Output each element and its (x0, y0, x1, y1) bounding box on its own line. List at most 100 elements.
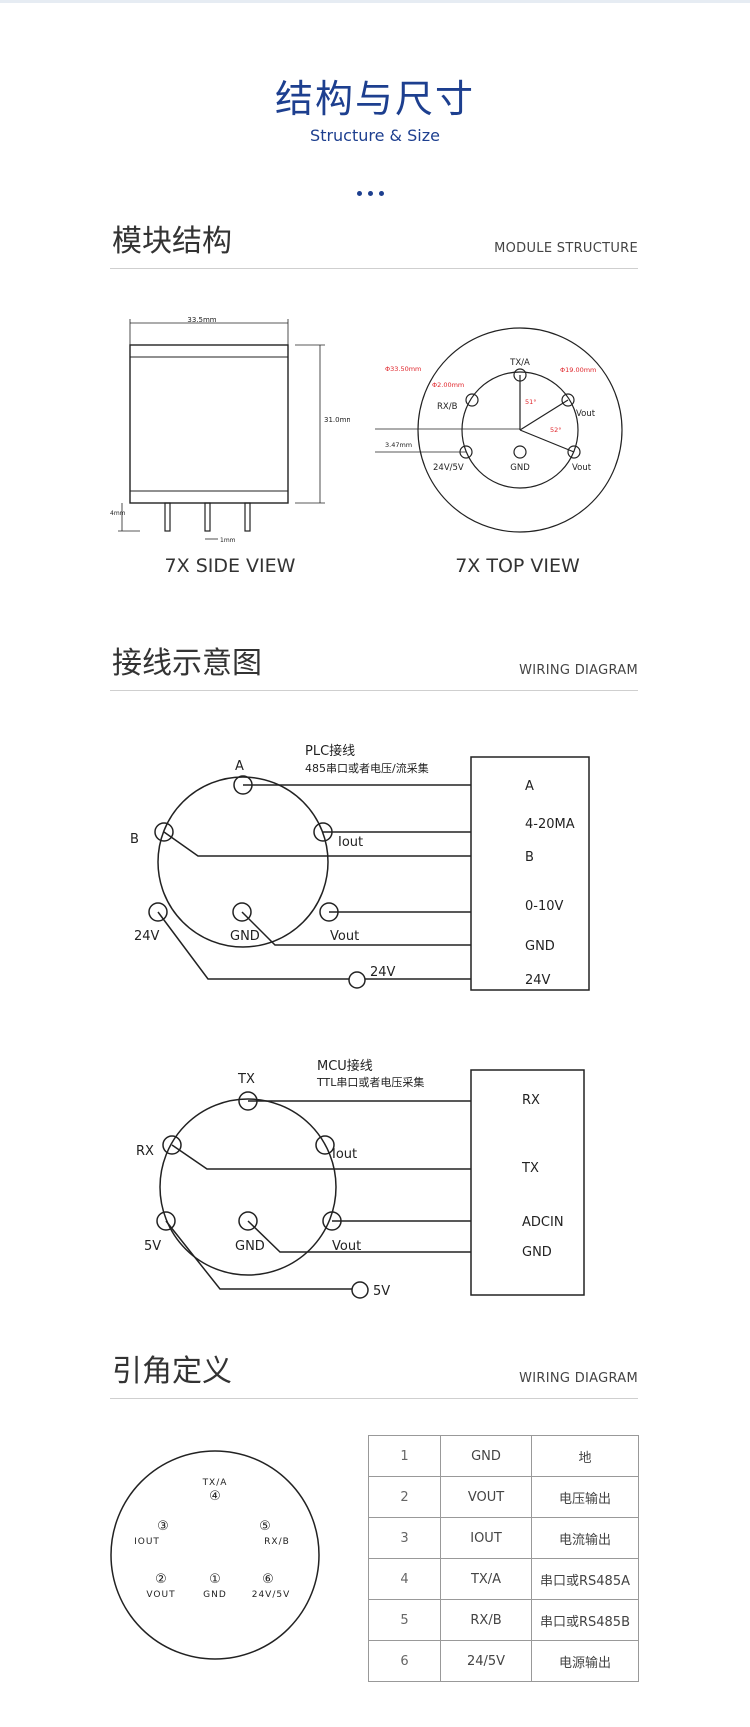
pin-no-cell: 3 (368, 1517, 441, 1559)
mcu-pin-tx: TX (237, 1072, 255, 1087)
section-subtitle: WIRING DIAGRAM (519, 1371, 638, 1386)
side-height-label: 31.0mm (324, 416, 350, 424)
plc-box-label: 0-10V (525, 899, 564, 914)
section-wiring-diagram: 接线示意图 WIRING DIAGRAM (110, 640, 638, 691)
pin-label: 24V/5V (252, 1590, 291, 1600)
mcu-pin-vout: Vout (332, 1239, 361, 1254)
pin-no-cell: 4 (368, 1558, 441, 1600)
table-row: 5 RX/B 串口或RS485B (368, 1599, 639, 1641)
pin-name-cell: VOUT (440, 1476, 532, 1518)
section-title: 模块结构 (112, 224, 232, 259)
side-view-caption: 7X SIDE VIEW (164, 555, 296, 577)
pin-name-cell: TX/A (440, 1558, 532, 1600)
section-subtitle: MODULE STRUCTURE (494, 241, 638, 256)
top-pin-rx: RX/B (437, 402, 458, 412)
pin-number: ② (155, 1572, 167, 1587)
top-angle-2: 52° (550, 426, 562, 434)
mcu-box-label: TX (521, 1161, 539, 1176)
table-row: 4 TX/A 串口或RS485A (368, 1558, 639, 1600)
mcu-ext-5v: 5V (373, 1284, 390, 1299)
top-pin-vout1: Vout (576, 409, 596, 419)
pin-desc-cell: 电流输出 (531, 1517, 639, 1559)
mcu-pin-rx: RX (136, 1144, 154, 1159)
top-view-caption: 7X TOP VIEW (455, 555, 580, 577)
plc-pin-b: B (130, 832, 139, 847)
section-subtitle: WIRING DIAGRAM (519, 663, 638, 678)
page-subtitle: Structure & Size (310, 126, 440, 145)
plc-pin-a: A (235, 759, 244, 774)
top-pin-tx: TX/A (509, 358, 530, 368)
pin-no-cell: 5 (368, 1599, 441, 1641)
plc-pin-iout: Iout (338, 835, 363, 850)
plc-subtitle: 485串口或者电压/流采集 (305, 761, 429, 775)
pin-no-cell: 2 (368, 1476, 441, 1518)
table-row: 3 IOUT 电流输出 (368, 1517, 639, 1559)
mcu-pin-gnd: GND (235, 1239, 265, 1254)
section-title: 接线示意图 (112, 646, 262, 681)
top-view-drawing: Φ33.50mm Φ19.00mm Φ2.00mm 51° 52° 3.47mm… (375, 327, 623, 533)
pin-label: IOUT (134, 1537, 160, 1547)
top-angle-1: 51° (525, 398, 537, 406)
pin-label: VOUT (146, 1590, 175, 1600)
table-row: 6 24/5V 电源输出 (368, 1640, 639, 1682)
plc-pin-gnd: GND (230, 929, 260, 944)
pin-label: TX/A (202, 1478, 228, 1488)
pin-desc-cell: 串口或RS485A (531, 1558, 639, 1600)
pin-desc-cell: 电源输出 (531, 1640, 639, 1682)
section-pin-definition: 引角定义 WIRING DIAGRAM (110, 1348, 638, 1399)
top-pin-gnd: GND (510, 463, 530, 473)
plc-wiring-diagram: A B Iout 24V GND Vout 24V PLC接线 485串口或者电… (130, 743, 590, 991)
mcu-box-label: RX (522, 1093, 540, 1108)
plc-ext-24v: 24V (370, 965, 396, 980)
mcu-pin-iout: Iout (332, 1147, 357, 1162)
pin-number: ③ (157, 1519, 169, 1534)
side-pin-dia-label: 1mm (220, 537, 236, 544)
pin-definition-diagram: TX/A ④ ③ IOUT ⑤ RX/B ② VOUT ① GND ⑥ 24V/… (110, 1450, 320, 1660)
side-view-drawing: 33.5mm 31.0mm 4mm 1mm (110, 316, 350, 544)
side-width-label: 33.5mm (187, 316, 216, 324)
pin-name-cell: IOUT (440, 1517, 532, 1559)
page-title: 结构与尺寸 (274, 77, 475, 121)
side-pin-length-label: 4mm (110, 510, 126, 517)
plc-box-label: B (525, 850, 534, 865)
pin-name-cell: RX/B (440, 1599, 532, 1641)
section-module-structure: 模块结构 MODULE STRUCTURE (110, 218, 638, 269)
top-offset-label: 3.47mm (385, 441, 412, 449)
top-pin-pwr: 24V/5V (433, 463, 464, 473)
pin-number: ⑥ (262, 1572, 274, 1587)
title-dots (357, 181, 390, 200)
plc-title: PLC接线 (305, 743, 355, 759)
pin-label: RX/B (264, 1537, 290, 1547)
section-title: 引角定义 (112, 1354, 232, 1389)
mcu-subtitle: TTL串口或者电压采集 (316, 1075, 424, 1089)
plc-pin-24v: 24V (134, 929, 160, 944)
pin-number: ④ (209, 1489, 221, 1504)
pin-name-cell: 24/5V (440, 1640, 532, 1682)
plc-box-label: GND (525, 939, 555, 954)
plc-pin-vout: Vout (330, 929, 359, 944)
pin-number: ① (209, 1572, 221, 1587)
table-row: 1 GND 地 (368, 1435, 639, 1477)
mcu-pin-5v: 5V (144, 1239, 161, 1254)
pin-number: ⑤ (259, 1519, 271, 1534)
pin-desc-cell: 串口或RS485B (531, 1599, 639, 1641)
pin-label: GND (203, 1590, 227, 1600)
pin-desc-cell: 地 (531, 1435, 639, 1477)
plc-box-label: 4-20MA (525, 817, 575, 832)
top-pin-vout2: Vout (572, 463, 592, 473)
pin-name-cell: GND (440, 1435, 532, 1477)
pin-no-cell: 6 (368, 1640, 441, 1682)
top-divider (0, 0, 750, 3)
table-row: 2 VOUT 电压输出 (368, 1476, 639, 1518)
mcu-box-label: GND (522, 1245, 552, 1260)
pin-no-cell: 1 (368, 1435, 441, 1477)
plc-box-label: A (525, 779, 534, 794)
mcu-box-label: ADCIN (522, 1215, 564, 1230)
top-pin-dia-label: Φ2.00mm (432, 381, 464, 389)
mcu-wiring-diagram: TX RX Iout 5V GND Vout 5V MCU接线 TTL串口或者电… (136, 1058, 585, 1299)
mcu-title: MCU接线 (317, 1058, 373, 1074)
top-outer-dia-label: Φ33.50mm (385, 365, 421, 373)
plc-box-label: 24V (525, 973, 551, 988)
top-inner-dia-label: Φ19.00mm (560, 366, 596, 374)
pin-definition-table: 1 GND 地 2 VOUT 电压输出 3 IOUT 电流输出 4 TX/A 串… (368, 1435, 639, 1682)
